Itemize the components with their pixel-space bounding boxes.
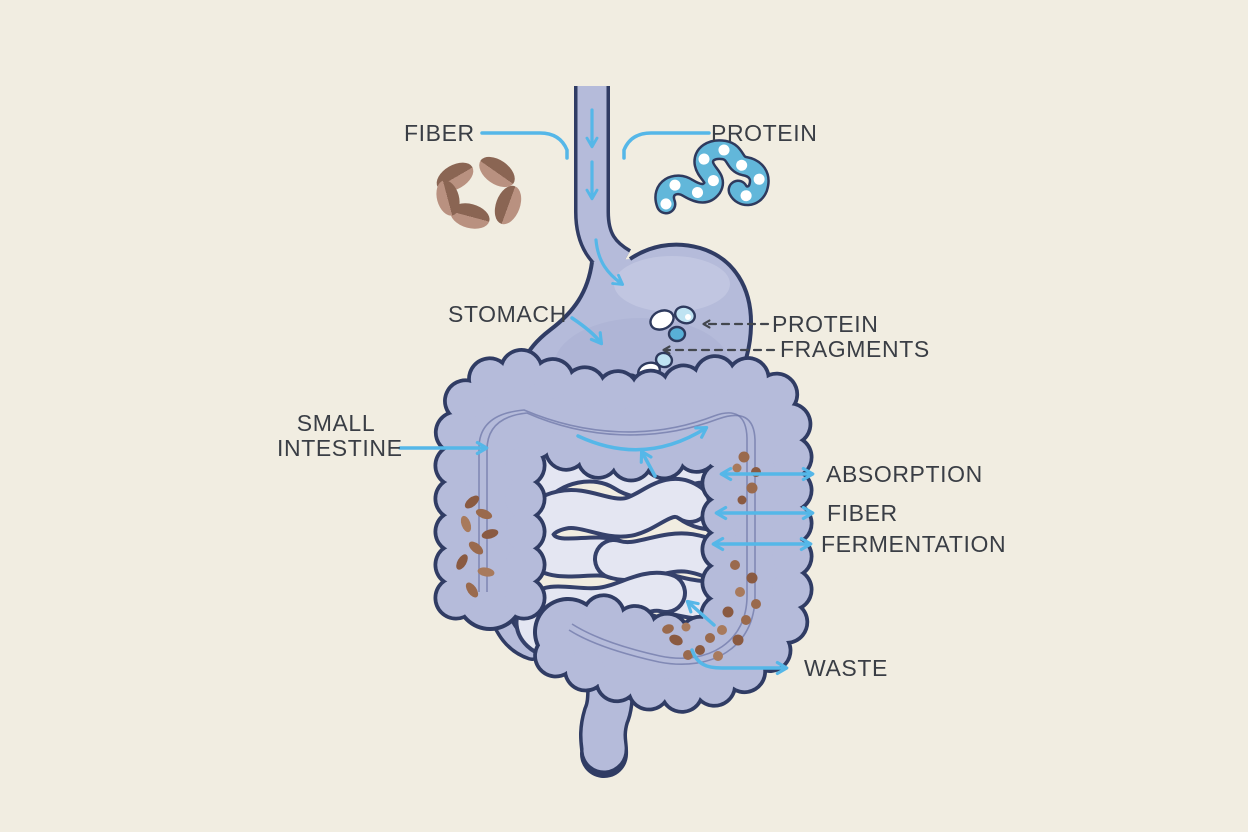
protein-chain-icon (654, 139, 770, 215)
fiber-fermentation-label-line2: FERMENTATION (821, 531, 1007, 557)
esophagus (574, 86, 632, 281)
waste-label: WASTE (804, 655, 888, 681)
fiber-cluster-icon (436, 156, 522, 229)
small-intestine-label: SMALL INTESTINE (277, 410, 403, 461)
fiber-label: FIBER (404, 120, 475, 146)
protein-fragments-label: PROTEIN FRAGMENTS (772, 312, 930, 362)
protein-fragments-label-line1: PROTEIN (772, 311, 879, 337)
flow-arrow-icon (398, 108, 815, 676)
fiber-fermentation-label-line1: FIBER (827, 500, 898, 526)
protein-fragments-label-line2: FRAGMENTS (780, 336, 930, 362)
protein-label: PROTEIN (711, 120, 818, 146)
stomach-label: STOMACH (448, 301, 567, 327)
small-intestine-label-line1: SMALL (296, 410, 376, 436)
absorption-label: ABSORPTION (826, 461, 983, 487)
small-intestine-label-line2: INTESTINE (277, 435, 403, 461)
large-intestine (456, 370, 791, 692)
